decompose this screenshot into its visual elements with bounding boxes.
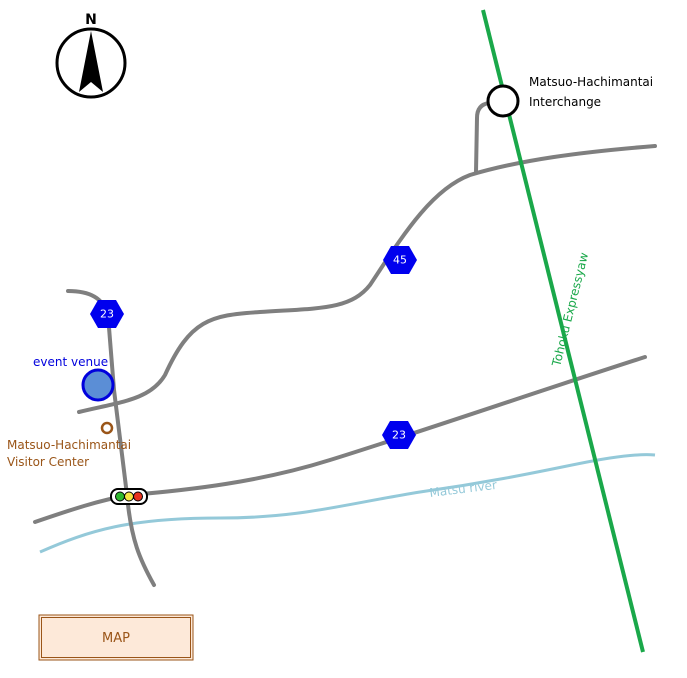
north-compass-icon: N [55, 12, 127, 99]
expressway-label: Tohoku Expressyaw [549, 251, 591, 369]
map-button-label: MAP [102, 631, 130, 646]
interchange-label-line2: Interchange [529, 95, 601, 109]
tohoku-expressway [481, 9, 645, 653]
shield-number: 23 [100, 308, 114, 321]
event-venue-label: event venue [33, 355, 108, 369]
river-label: Matsu river [429, 478, 498, 500]
map-button[interactable]: MAP [38, 614, 194, 661]
visitor-center-label-line2: Visitor Center [7, 455, 89, 469]
shield-number: 23 [392, 429, 406, 442]
compass-north-label: N [85, 12, 97, 28]
interchange-spur [474, 101, 491, 174]
interchange-label-line1: Matsuo-Hachimantai [529, 75, 653, 89]
event-venue-marker-icon [81, 368, 115, 402]
visitor-center-marker-icon [100, 421, 114, 435]
route-23-shield-icon: 23 [382, 421, 416, 449]
route-23-east-west [33, 355, 647, 524]
shield-number: 45 [393, 254, 407, 267]
route-45-shield-icon: 45 [383, 246, 417, 274]
route-45 [77, 144, 657, 414]
matsu-river [39, 453, 656, 554]
route-23-shield-icon: 23 [90, 300, 124, 328]
visitor-center-label-line1: Matsuo-Hachimantai [7, 438, 131, 452]
traffic-light-icon [110, 488, 148, 505]
interchange-marker-icon [486, 84, 520, 118]
